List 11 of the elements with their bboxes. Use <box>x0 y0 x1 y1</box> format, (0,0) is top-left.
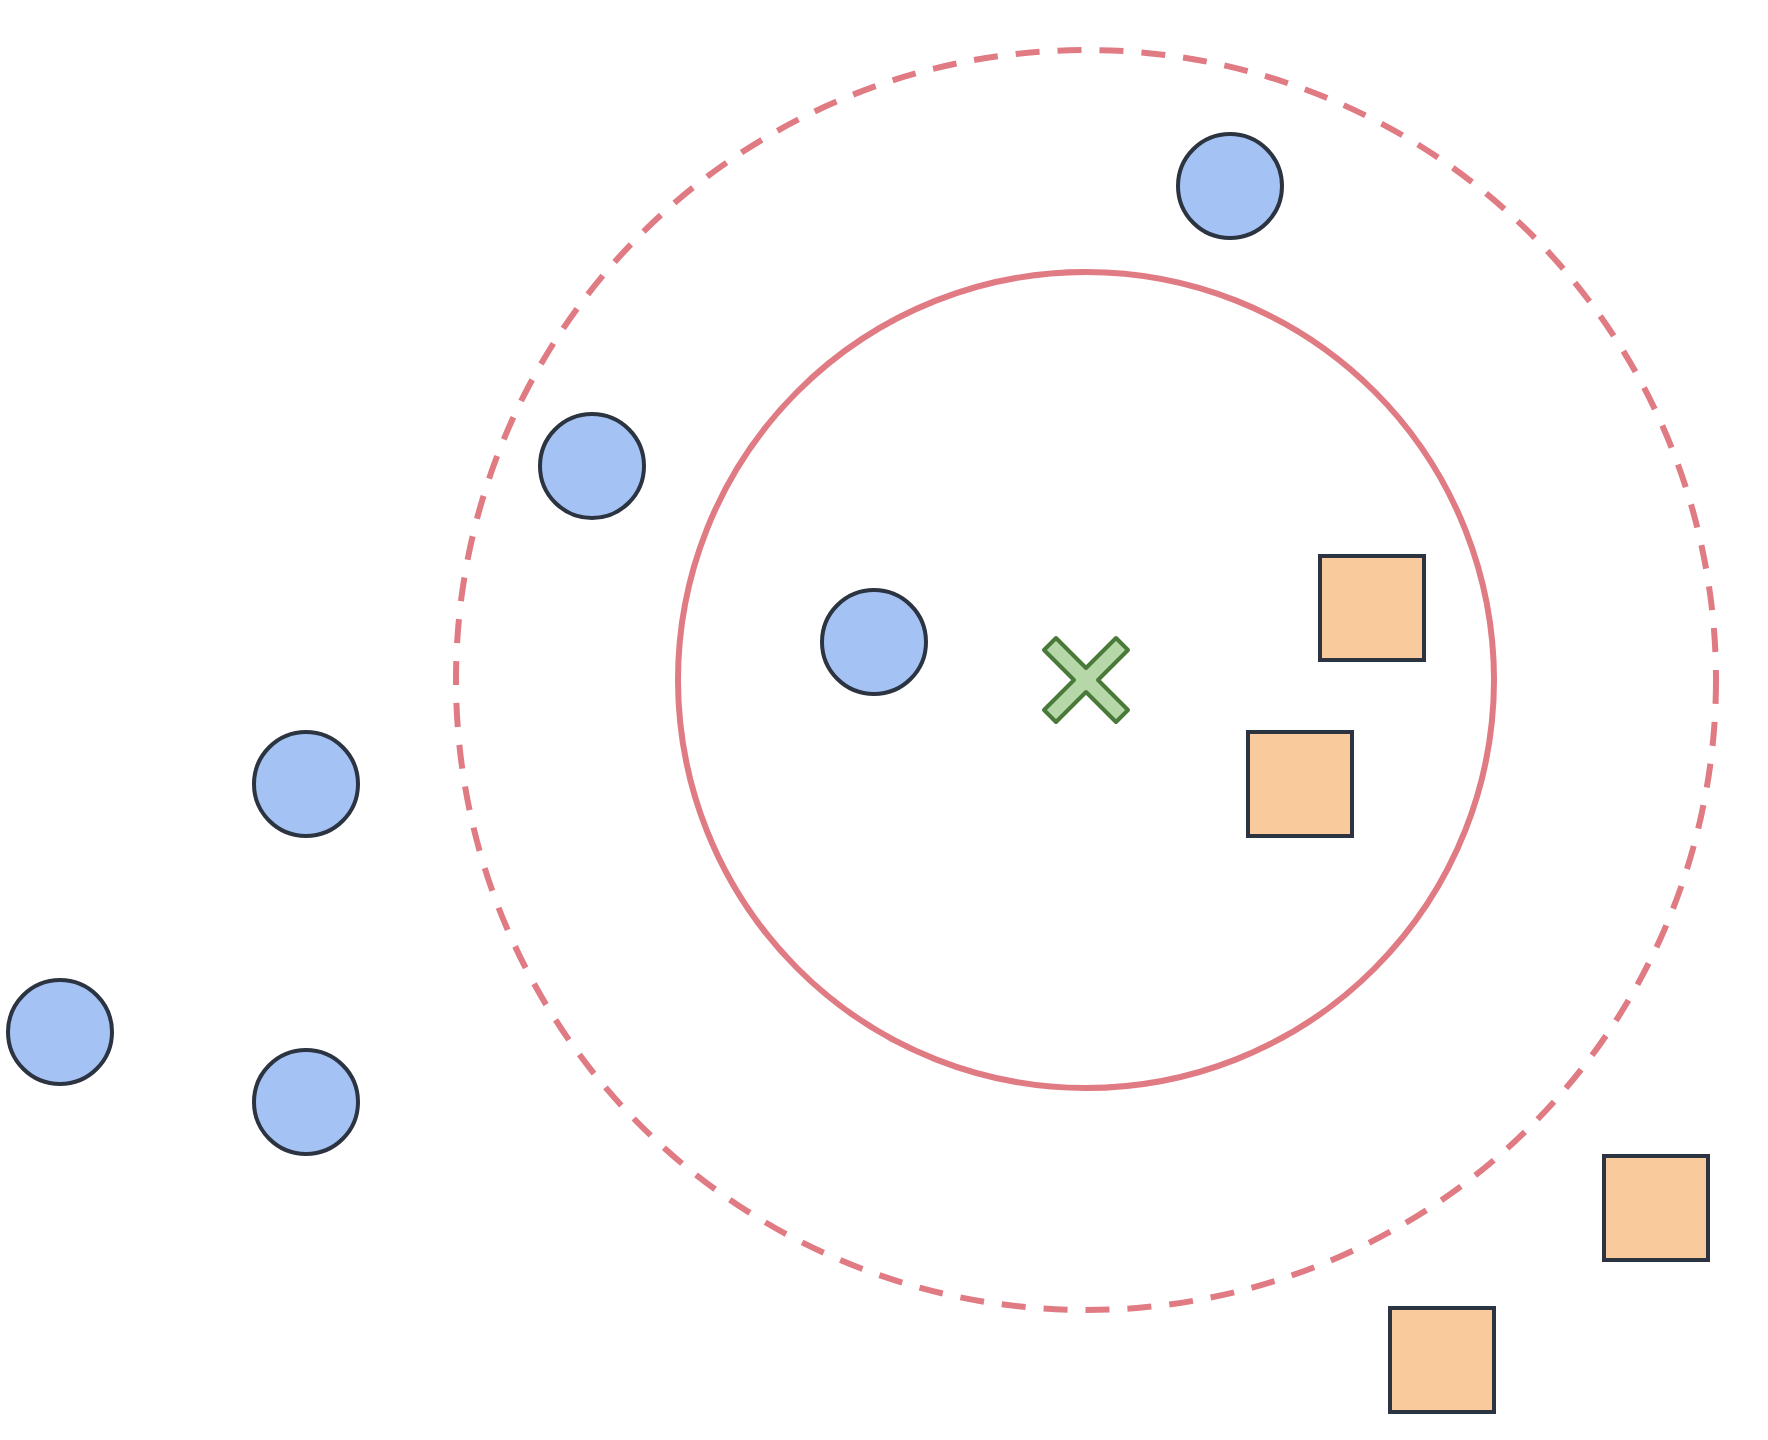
square-point <box>1602 1154 1710 1262</box>
cross-point <box>1038 632 1134 728</box>
square-point <box>1246 730 1354 838</box>
circle-point <box>252 1048 360 1156</box>
square-point <box>1388 1306 1496 1414</box>
circle-point <box>1176 132 1284 240</box>
circle-point <box>820 588 928 696</box>
circle-point <box>6 978 114 1086</box>
circle-point <box>538 412 646 520</box>
circle-point <box>252 730 360 838</box>
square-point <box>1318 554 1426 662</box>
